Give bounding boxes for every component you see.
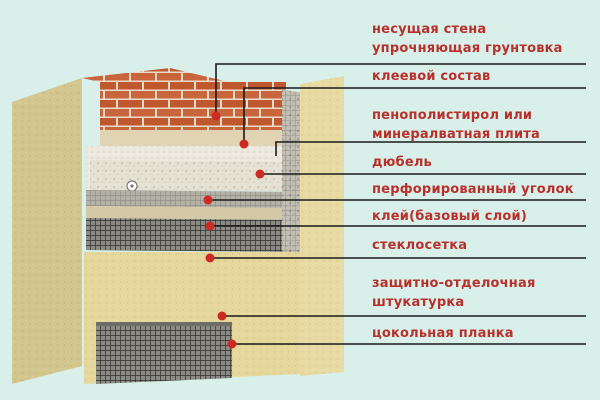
leader-line-1 — [215, 63, 586, 116]
wall-side-face — [12, 78, 82, 384]
marker-dots — [203, 111, 265, 349]
label-base-adhesive: клей(базовый слой) — [372, 209, 527, 224]
label-adhesive: клеевой состав — [372, 69, 491, 84]
label-primer: упрочняющая грунтовка — [372, 41, 563, 56]
marker-dot — [205, 221, 215, 231]
marker-dot — [205, 253, 215, 263]
adhesive-base-layer — [86, 206, 300, 220]
leader-line-3 — [275, 141, 586, 156]
brick-wall-face — [100, 82, 286, 134]
marker-dot — [211, 111, 221, 121]
marker-dot — [255, 169, 265, 179]
leader-line-2 — [243, 87, 586, 144]
label-insulation-line-2: минералватная плита — [372, 127, 541, 142]
label-socle-bar: цокольная планка — [372, 326, 514, 341]
label-finishing-plaster-line-2: штукатурка — [372, 295, 465, 310]
leader-lines — [208, 63, 586, 345]
socle-strip — [96, 322, 232, 384]
fiberglass-mesh — [86, 218, 302, 252]
label-load-bearing-wall: несущая стена — [372, 22, 487, 37]
label-finishing-plaster-line-1: защитно-отделочная — [372, 276, 536, 291]
label-fiberglass-mesh: стеклосетка — [372, 238, 468, 253]
label-perforated-corner: перфорированный уголок — [372, 182, 574, 197]
primer-layer — [100, 130, 290, 146]
marker-dot — [217, 311, 227, 321]
label-dowel: дюбель — [372, 155, 432, 170]
marker-dot — [239, 139, 249, 149]
marker-dot — [203, 195, 213, 205]
marker-dot — [227, 339, 237, 349]
label-insulation-line-1: пенополистирол или — [372, 108, 533, 123]
dowel-icon — [126, 180, 138, 192]
